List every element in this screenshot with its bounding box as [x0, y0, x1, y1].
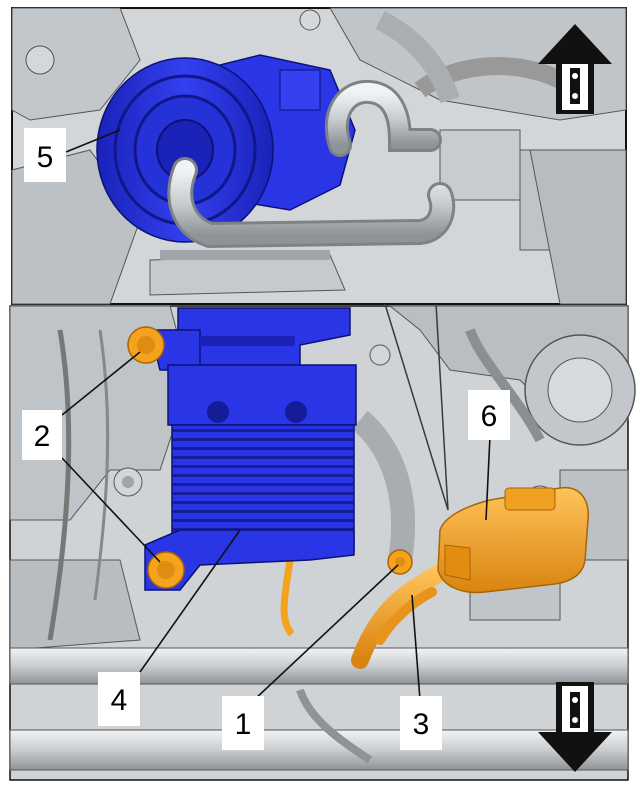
direction-down-arrow-icon: [538, 682, 612, 772]
callout-4-label: 4: [111, 684, 128, 717]
callout-6: 6: [468, 390, 510, 440]
callout-1-label: 1: [235, 708, 252, 741]
callout-6-label: 6: [481, 400, 498, 433]
oil-cooler: [144, 307, 357, 591]
callout-5: 5: [24, 128, 66, 182]
main-view: [9, 305, 636, 781]
detail-connector-lines: [384, 303, 449, 511]
callout-3-label: 3: [413, 708, 430, 741]
direction-up-arrow-icon: [538, 24, 612, 114]
inset-detail-view: [11, 7, 627, 305]
electrical-connector: [437, 486, 589, 594]
callout-3: 3: [400, 696, 442, 750]
callout-2: 2: [22, 410, 62, 460]
callout-2-label: 2: [34, 420, 51, 453]
egr-valve: [96, 54, 356, 243]
callout-5-label: 5: [37, 141, 54, 174]
leader-lines: [61, 129, 491, 701]
callout-4: 4: [98, 672, 140, 726]
callout-1: 1: [222, 696, 264, 750]
bolt-bottom: [147, 551, 185, 589]
